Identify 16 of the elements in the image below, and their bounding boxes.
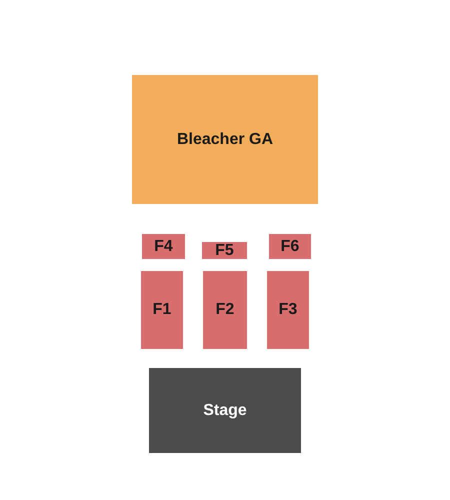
seating-section xyxy=(142,234,185,259)
section-label: Stage xyxy=(203,402,247,420)
section-label: Bleacher GA xyxy=(176,130,274,148)
seating-section xyxy=(267,271,309,349)
section-label: F6 xyxy=(280,238,300,256)
section-label: F1 xyxy=(152,301,172,319)
stage-area xyxy=(149,368,301,453)
section-label: F4 xyxy=(154,238,173,256)
section-label: F3 xyxy=(278,301,298,319)
section-label: F2 xyxy=(216,301,234,319)
seating-section xyxy=(202,242,247,259)
bleacher-section xyxy=(132,75,318,204)
seating-section xyxy=(269,234,311,259)
section-label: F5 xyxy=(215,242,234,260)
seating-section xyxy=(203,271,247,349)
seating-section xyxy=(141,271,183,349)
